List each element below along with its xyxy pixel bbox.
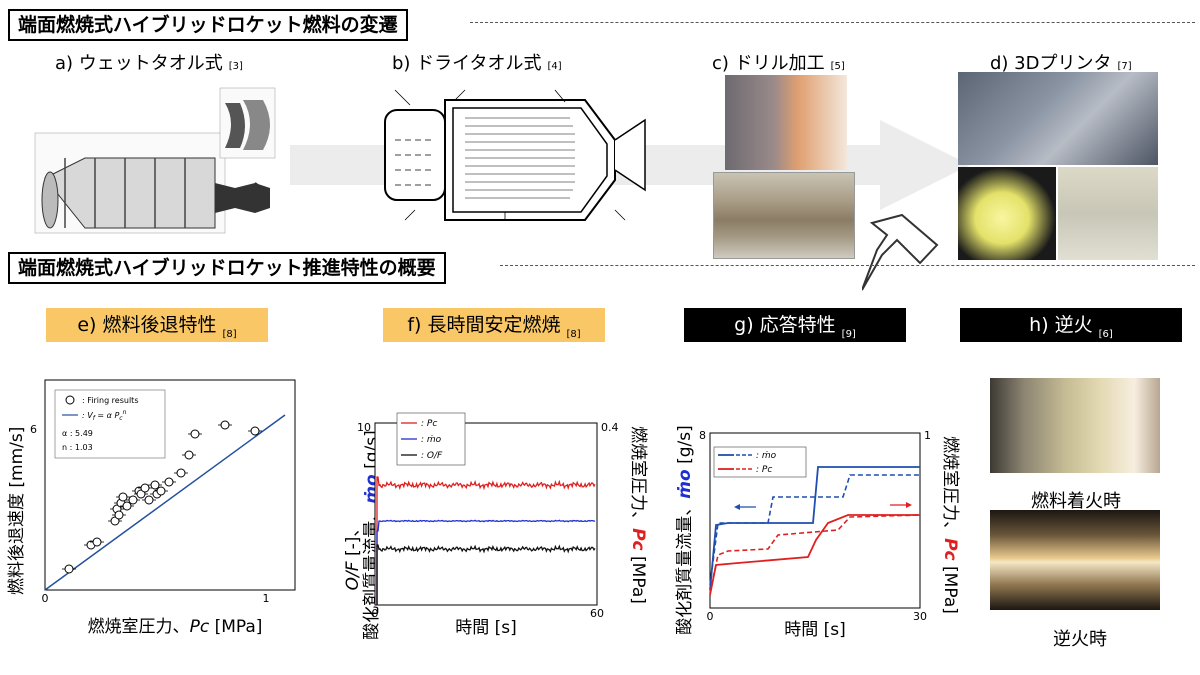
data-point — [164, 477, 174, 487]
panel-e-label: e) 燃料後退特性[8] — [46, 308, 268, 342]
chart-e-legend-alpha: α : 5.49 — [62, 429, 93, 438]
chart-g-xlabel: 時間 [s] — [784, 620, 846, 640]
mo-solid-trace — [709, 466, 920, 591]
pc-solid-trace — [709, 514, 920, 596]
data-point — [190, 429, 200, 439]
data-point — [250, 426, 260, 436]
mo-dashed-trace — [709, 474, 920, 586]
chart-e-xlabel: 燃焼室圧力、Pc [MPa] — [88, 617, 263, 637]
data-point — [64, 564, 74, 574]
section-title-evolution: 端面燃焼式ハイブリッドロケット燃料の変遷 — [8, 9, 408, 41]
panel-b-label: b) ドライタオル式[4] — [392, 53, 562, 74]
chart-g-tick-8: 8 — [699, 429, 706, 442]
panel-c-label: c) ドリル加工[5] — [712, 53, 845, 74]
down-arrow — [862, 213, 939, 291]
chart-e-tick-0: 0 — [42, 592, 49, 605]
section-divider-2 — [500, 265, 1195, 266]
chart-g-ylabel-right-wrap: 燃焼室圧力、Pc [MPa] — [940, 436, 960, 614]
drilling-photo — [725, 75, 847, 170]
chart-f-tick-04: 0.4 — [601, 421, 619, 434]
3d-print-surface-photo — [1058, 167, 1158, 260]
chart-g-ylabel-left: 酸化剤質量流量、ṁo [g/s] — [675, 425, 695, 634]
pc-dashed-trace — [709, 514, 921, 594]
data-point — [122, 501, 132, 511]
chart-e-ylabel: 燃料後退速度 [mm/s] — [7, 427, 27, 595]
chart-g-tick-0: 0 — [707, 610, 714, 623]
data-point — [140, 483, 150, 493]
chart-f-tick-60: 60 — [590, 607, 604, 620]
chart-e-legend-1: : Firing results — [82, 396, 138, 405]
chart-f-tick-0: 0 — [372, 607, 379, 620]
chart-e-legend-n: n : 1.03 — [62, 443, 93, 452]
panel-h-label: h) 逆火[6] — [960, 308, 1182, 342]
data-point — [220, 420, 230, 430]
data-point — [92, 537, 102, 547]
chart-f-legend-of: : O/F — [421, 451, 443, 461]
chart-e-tick-x1: 1 — [263, 592, 270, 605]
data-point — [128, 495, 138, 505]
panel-g-label: g) 応答特性[9] — [684, 308, 906, 342]
data-point — [150, 480, 160, 490]
pc-trace — [376, 476, 596, 605]
chart-long-burn: O/F [-]、 酸化剤質量流量、ṁo [g/s] 10 0.4 0 60 : … — [343, 412, 648, 640]
flashback-caption: 逆火時 — [1053, 629, 1107, 650]
chart-e-legend-2: : Vf = α Pcn — [82, 409, 127, 422]
data-point — [156, 486, 166, 496]
data-point — [114, 510, 124, 520]
fit-line — [44, 414, 286, 591]
chart-f-tick-10: 10 — [357, 421, 371, 434]
chart-g-tick-30: 30 — [913, 610, 927, 623]
section-divider — [470, 22, 1195, 23]
wet-towel-drawing — [34, 87, 276, 234]
flashback-photo — [990, 510, 1160, 610]
data-point — [144, 495, 154, 505]
data-point — [184, 450, 194, 460]
panel-f-label: f) 長時間安定燃焼[8] — [383, 308, 605, 342]
chart-f-ylabel-right: 燃焼室圧力、Pc [MPa] — [628, 426, 648, 604]
panel-d-label: d) 3Dプリンタ[7] — [990, 53, 1132, 74]
chart-g-legend-pc: : Pc — [756, 465, 772, 475]
fuel-ignition-caption: 燃料着火時 — [1031, 491, 1121, 512]
dry-towel-drawing — [384, 89, 646, 221]
section-title-propulsion: 端面燃焼式ハイブリッドロケット推進特性の概要 — [8, 252, 446, 284]
data-point — [118, 492, 128, 502]
chart-f-ylabel-left: O/F [-]、 — [343, 520, 363, 591]
data-points — [62, 420, 262, 574]
chart-f-legend-pc: : Pc — [421, 419, 437, 429]
chart-f-legend-mo: : ṁo — [421, 435, 442, 445]
panel-a-label: a) ウェットタオル式[3] — [55, 53, 243, 74]
3d-print-firing-photo — [958, 72, 1158, 165]
chart-g-legend-mo: : ṁo — [756, 451, 777, 461]
chart-regression: 燃料後退速度 [mm/s] 6 0 1 : Firing results : V… — [7, 379, 296, 637]
data-point — [176, 468, 186, 478]
3d-print-fuel-photo — [958, 167, 1056, 260]
chart-g-tick-1: 1 — [924, 429, 931, 442]
drilled-fuel-photo — [713, 172, 855, 259]
chart-response: 酸化剤質量流量、ṁo [g/s] 8 1 0 30 : ṁo : Pc 時間 [… — [675, 425, 931, 640]
chart-f-xlabel: 時間 [s] — [455, 618, 517, 638]
fuel-ignition-photo — [990, 378, 1160, 473]
chart-g-ylabel-right: 燃焼室圧力、Pc [MPa] — [940, 436, 960, 614]
chart-e-tick-y6: 6 — [30, 423, 37, 436]
of-trace — [376, 544, 596, 605]
mo-trace — [376, 519, 596, 605]
